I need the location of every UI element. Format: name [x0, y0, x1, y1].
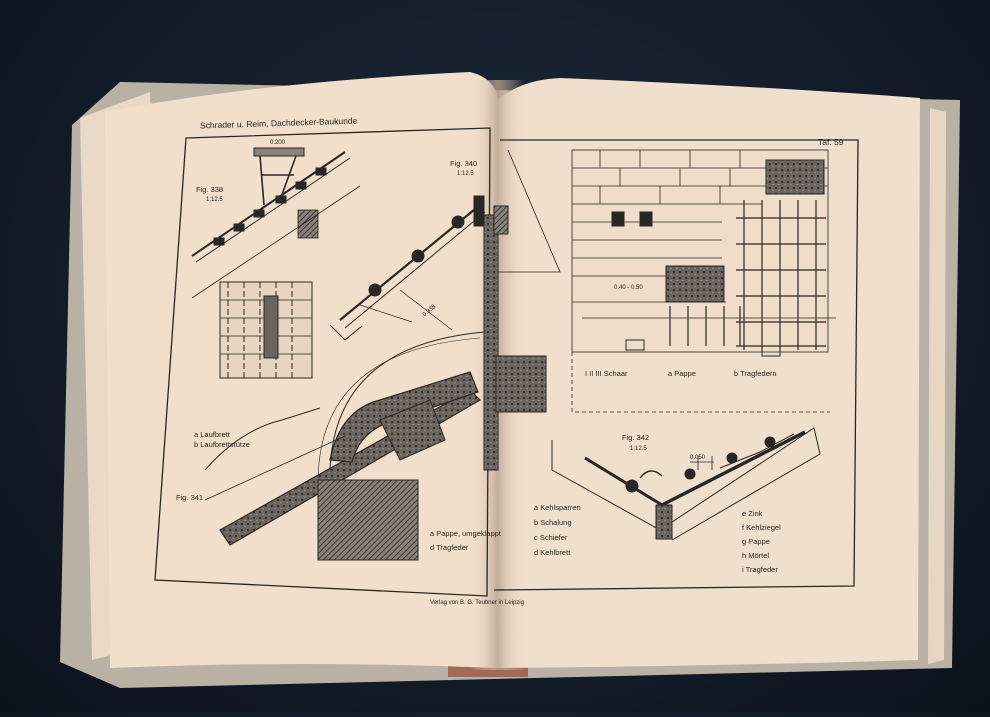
legend-342-i: i Tragfeder — [742, 565, 778, 574]
fig-339-dim: 0.40 - 0.50 — [614, 285, 643, 291]
fig-339-drawing — [493, 149, 836, 413]
fig-338-label: Fig. 338 — [196, 185, 224, 194]
fig-342-drawing — [551, 427, 821, 541]
publisher-footer: Verlag von B. G. Teubner in Leipzig — [430, 600, 524, 606]
legend-342-h: h Mörtel — [742, 551, 770, 560]
plate-number: Taf. 59 — [818, 137, 844, 147]
fig-341-drawing — [204, 214, 499, 561]
legend-342-b: b Schalung — [534, 518, 572, 527]
fig-342-label: Fig. 342 — [622, 433, 650, 442]
legend-342-e: e Zink — [742, 509, 763, 518]
fig-340-label: Fig. 340 — [450, 159, 478, 168]
legend-342-f: f Kehlziegel — [742, 523, 781, 532]
legend-339-schaar: I II III Schaar — [585, 369, 628, 378]
legend-342-d: d Kehlbrett — [534, 548, 571, 557]
fig-341-label: Fig. 341 — [176, 493, 204, 502]
legend-338-item-a: a Laufbrett — [194, 430, 230, 439]
legend-342-g: g Pappe — [742, 537, 770, 546]
right-figure-frame — [493, 139, 859, 591]
fig-342-dim: 0.050 — [690, 455, 706, 461]
legend-342-a: a Kehlsparren — [534, 503, 581, 512]
legend-341-item-a: a Pappe, umgeklappt — [430, 529, 501, 538]
legend-339-pappe: a Pappe — [668, 369, 696, 378]
legend-339-tragfedern: b Tragfedern — [734, 369, 777, 378]
fig-340-drawing — [329, 195, 486, 341]
fig-338-drawing — [191, 147, 361, 299]
fig-338-dim: 0.200 — [270, 140, 286, 146]
fig-338-tiles — [219, 281, 313, 379]
right-page-stack — [928, 108, 946, 664]
legend-338-item-b: b Laufbrettstütze — [194, 440, 250, 449]
legend-342-c: c Schiefer — [534, 533, 568, 542]
left-figure-frame — [154, 127, 491, 597]
fig-338-scale: 1:12.5 — [206, 197, 223, 203]
fig-342-scale: 1:12.5 — [630, 446, 647, 452]
fig-340-scale: 1:12.5 — [457, 171, 474, 177]
legend-341-item-d: d Tragfeder — [430, 543, 469, 552]
